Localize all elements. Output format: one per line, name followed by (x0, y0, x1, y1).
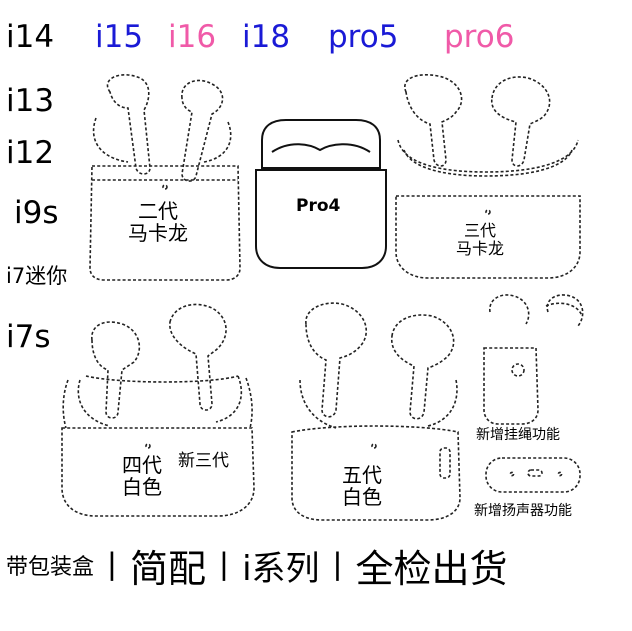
bottom-separator-3: 丨 (321, 548, 354, 586)
gen3-earbuds-drawing (397, 74, 579, 177)
new-gen3-label: 新三代 (178, 451, 229, 471)
gen5-earbuds-drawing (299, 302, 458, 429)
model-label-pro6: pro6 (444, 19, 515, 55)
model-label-i13: i13 (6, 83, 55, 119)
model-label-i16: i16 (168, 19, 217, 55)
model-label-i7-mini: i7迷你 (6, 264, 68, 288)
pro4-label: Pro4 (296, 196, 341, 216)
bottom-item-basic-config: 简配 (130, 546, 207, 591)
bottom-feature-bar: 带包装盒 丨 简配 丨 i系列 丨 全检出货 (6, 540, 508, 591)
model-label-i14: i14 (6, 19, 55, 55)
bottom-item-fully-inspected: 全检出货 (355, 546, 508, 591)
gen4-earbuds-drawing (77, 303, 243, 427)
bottom-item-i-series: i系列 (242, 548, 320, 589)
gen4-label-line1: 四代 (122, 453, 162, 477)
bottom-separator-1: 丨 (96, 548, 129, 586)
gen2-label: 二代 马卡龙 (128, 200, 188, 244)
lanyard-feature-label: 新增挂绳功能 (476, 427, 560, 443)
model-label-i9s: i9s (14, 195, 59, 231)
pro4-case-drawing (255, 119, 387, 269)
model-label-i7s: i7s (6, 319, 51, 355)
speaker-case-drawing (485, 457, 581, 493)
lanyard-case-drawing (483, 294, 584, 425)
bottom-item-with-box: 带包装盒 (6, 555, 95, 580)
model-label-i15: i15 (95, 19, 144, 55)
gen2-label-line2: 马卡龙 (128, 221, 188, 245)
gen4-case-drawing (61, 377, 255, 517)
model-label-pro5: pro5 (328, 19, 399, 55)
gen2-label-line1: 二代 (138, 199, 178, 223)
gen2-earbuds-drawing (92, 74, 232, 182)
gen3-label-line1: 三代 (464, 221, 497, 240)
gen2-case-drawing (89, 165, 241, 281)
gen4-label: 四代 白色 (122, 454, 162, 498)
gen3-label: 三代 马卡龙 (456, 222, 504, 257)
gen5-label-line1: 五代 (342, 463, 382, 487)
gen5-label: 五代 白色 (342, 464, 382, 508)
model-label-i12: i12 (6, 135, 55, 171)
gen5-label-line2: 白色 (342, 485, 382, 509)
bottom-separator-2: 丨 (208, 548, 241, 586)
model-label-i18: i18 (242, 19, 291, 55)
gen3-case-drawing (395, 195, 581, 279)
gen3-label-line2: 马卡龙 (456, 238, 505, 258)
gen5-case-drawing (291, 425, 461, 521)
speaker-feature-label: 新增扬声器功能 (474, 503, 572, 519)
gen4-label-line2: 白色 (122, 475, 162, 499)
